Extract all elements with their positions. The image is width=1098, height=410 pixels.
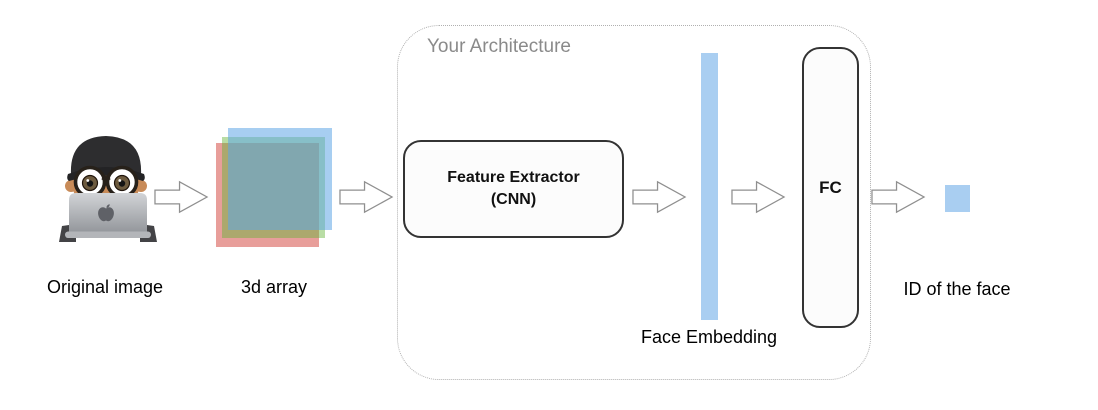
rgb-channel-blue-square: [228, 128, 332, 230]
arrow-icon: [339, 180, 394, 214]
arrow-icon: [632, 180, 687, 214]
face-embedding-label: Face Embedding: [640, 327, 778, 347]
architecture-container: [397, 25, 871, 380]
person-with-laptop-memoji-icon: [59, 136, 157, 242]
face-id-square: [945, 185, 970, 212]
arrow-icon: [871, 180, 926, 214]
id-of-face-label: ID of the face: [903, 279, 1011, 299]
architecture-title: Your Architecture: [427, 36, 571, 57]
feature-extractor-line1: Feature Extractor: [447, 169, 580, 187]
fc-box: FC: [802, 47, 859, 328]
feature-extractor-label: Feature Extractor (CNN): [447, 167, 580, 210]
arrow-icon: [731, 180, 786, 214]
feature-extractor-line2: (CNN): [490, 191, 537, 208]
arrow-icon: [154, 180, 209, 214]
feature-extractor-box: Feature Extractor (CNN): [403, 140, 624, 238]
face-embedding-bar: [701, 53, 718, 320]
3d-array-label: 3d array: [240, 277, 308, 297]
original-image-label: Original image: [46, 277, 164, 297]
fc-label: FC: [819, 177, 842, 197]
